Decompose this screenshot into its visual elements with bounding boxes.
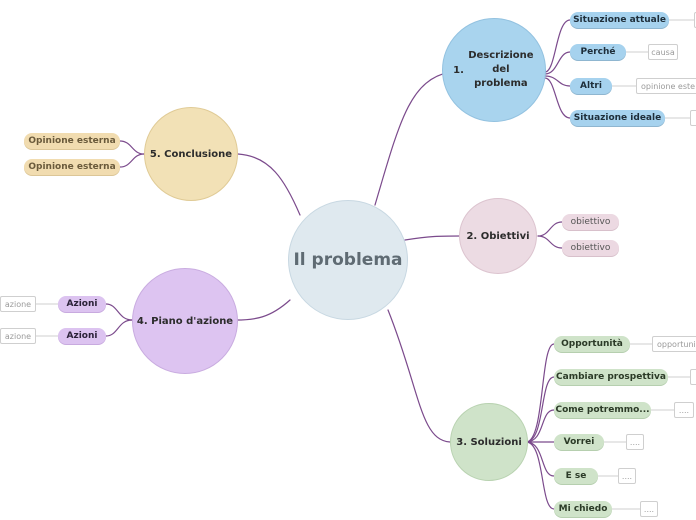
central-topic-label: Il problema [293,250,403,270]
subtopic-label: Opportunità [561,339,623,349]
note-label: opportuni [657,339,696,349]
subtopic-label: E se [565,471,587,481]
subtopic-opinione-esterna-2[interactable]: Opinione esterna [24,159,120,175]
link-b3-6 [525,441,555,510]
subtopic-opportunita[interactable]: Opportunità [554,336,630,352]
subtopic-label: Azioni [66,299,98,309]
link-b5-1 [119,140,145,155]
note-cambiare-prospettiva[interactable] [690,369,696,385]
note-label: .... [621,471,633,481]
topic-conclusione[interactable]: 5. Conclusione [144,107,238,201]
subtopic-label: Altri [580,81,602,91]
note-come-potremmo[interactable]: .... [674,402,694,418]
note-label: .... [643,504,655,514]
link-b1-4 [544,77,571,119]
subtopic-e-se[interactable]: E se [554,468,598,484]
subtopic-opinione-esterna-1[interactable]: Opinione esterna [24,133,120,149]
subtopic-label: Vorrei [563,437,595,447]
subtopic-label: Mi chiedo [558,504,608,514]
subtopic-situazione-ideale[interactable]: Situazione ideale [570,110,665,126]
subtopic-label: obiettivo [570,217,611,227]
topic-soluzioni[interactable]: 3. Soluzioni [450,403,528,481]
subtopic-azioni-2[interactable]: Azioni [58,328,106,344]
link-central-b1 [374,71,451,206]
subtopic-label: Come potremmo... [555,405,650,415]
subtopic-label: Opinione esterna [28,162,116,172]
link-b3-2 [525,376,555,443]
link-b2-2 [537,235,563,249]
link-b5-2 [119,153,145,168]
subtopic-label: obiettivo [570,243,611,253]
topic-obiettivi[interactable]: 2. Obiettivi [459,198,537,274]
subtopic-obiettivo-2[interactable]: obiettivo [562,240,619,256]
note-e-se[interactable]: .... [618,468,636,484]
note-situazione-attuale[interactable] [694,12,696,28]
note-azione-1[interactable]: azione [0,296,36,312]
link-b1-1 [544,19,571,73]
topic-descrizione[interactable]: 1. Descrizione del problema [442,18,546,122]
note-label: azione [4,331,32,341]
subtopic-label: Opinione esterna [28,136,116,146]
link-central-b2 [404,235,461,241]
note-vorrei[interactable]: .... [626,434,644,450]
note-causa[interactable]: causa [648,44,678,60]
topic-descrizione-number: 1. [453,64,464,76]
topic-piano-azione-label: 4. Piano d'azione [136,315,234,327]
link-central-b5 [237,153,301,216]
subtopic-label: Situazione attuale [573,15,666,25]
topic-obiettivi-label: 2. Obiettivi [466,230,530,242]
note-label: causa [651,47,675,57]
note-label: opinione este [641,81,696,91]
subtopic-label: Azioni [66,331,98,341]
subtopic-perche[interactable]: Perché [570,44,626,60]
subtopic-label: Perché [580,47,616,57]
link-b1-3 [544,75,571,87]
subtopic-come-potremmo[interactable]: Come potremmo... [554,402,651,418]
note-label: azione [4,299,32,309]
note-situazione-ideale[interactable] [690,110,696,126]
topic-piano-azione[interactable]: 4. Piano d'azione [132,268,238,374]
subtopic-mi-chiedo[interactable]: Mi chiedo [554,501,612,517]
note-label: .... [678,405,690,415]
subtopic-cambiare-prospettiva[interactable]: Cambiare prospettiva [554,369,668,385]
note-label: .... [629,437,641,447]
topic-conclusione-label: 5. Conclusione [149,148,233,160]
link-b3-5 [525,441,555,477]
subtopic-altri[interactable]: Altri [570,78,612,94]
link-b4-2 [105,319,133,337]
topic-descrizione-label: Descrizione del problema [468,50,534,89]
subtopic-azioni-1[interactable]: Azioni [58,296,106,312]
note-mi-chiedo[interactable]: .... [640,501,658,517]
central-topic[interactable]: Il problema [288,200,408,320]
link-b4-1 [105,303,133,321]
link-central-b3 [387,309,451,443]
subtopic-situazione-attuale[interactable]: Situazione attuale [570,12,669,28]
link-b3-1 [525,343,555,443]
subtopic-label: Situazione ideale [573,113,662,123]
link-b3-3 [525,409,555,443]
subtopic-vorrei[interactable]: Vorrei [554,434,604,450]
link-b1-2 [544,51,571,75]
link-b2-1 [537,221,563,237]
note-opinione-esterna[interactable]: opinione este [636,78,696,94]
note-azione-2[interactable]: azione [0,328,36,344]
link-central-b4 [235,299,291,321]
subtopic-obiettivo-1[interactable]: obiettivo [562,214,619,230]
subtopic-label: Cambiare prospettiva [556,372,666,382]
topic-soluzioni-label: 3. Soluzioni [456,436,522,448]
note-opportunita[interactable]: opportuni [652,336,696,352]
